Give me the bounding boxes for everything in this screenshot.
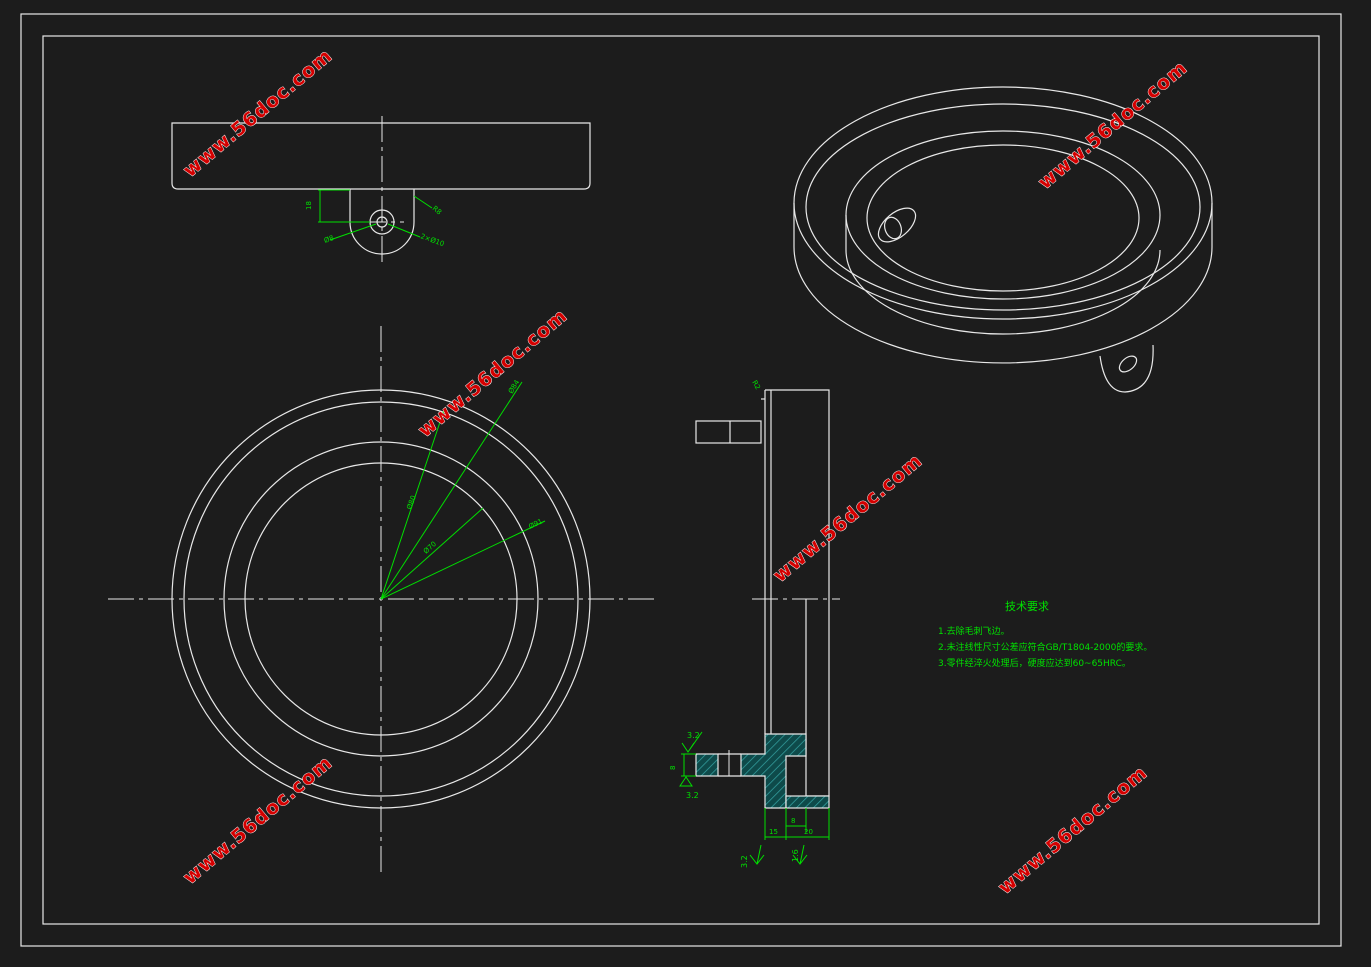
note-3: 3.零件经淬火处理后，硬度应达到60~65HRC。 [938, 657, 1131, 669]
technical-requirements: 技术要求 1.去除毛刺飞边。 2.未注线性尺寸公差应符合GB/T1804-200… [938, 600, 1152, 669]
watermark-3: www.56doc.com [1034, 57, 1192, 194]
inner-border [42, 35, 1320, 925]
dim-radial-4: Ø91 [527, 517, 543, 530]
dim-radial-3: Ø70 [422, 540, 438, 556]
dim-section-w2: 8 [791, 817, 795, 825]
dim-top-height: 18 [305, 201, 313, 210]
dim-section-w3: 20 [804, 828, 813, 836]
dim-section-thk: 8 [669, 766, 677, 770]
watermark-4: www.56doc.com [769, 450, 927, 587]
dim-top-hole: 2×Ø10 [419, 232, 445, 248]
dim-top-dia: Ø8 [323, 234, 335, 245]
dim-section-w1: 15 [769, 828, 778, 836]
front-view: Ø84 Ø80 Ø70 Ø91 [108, 326, 655, 872]
watermark-2: www.56doc.com [414, 305, 572, 442]
watermark-5: www.56doc.com [179, 752, 337, 889]
outer-border [20, 13, 1342, 947]
roughness-1: 3.2 [687, 731, 700, 740]
notes-heading: 技术要求 [1005, 600, 1049, 613]
isometric-view [793, 86, 1213, 393]
watermark-6: www.56doc.com [994, 762, 1152, 899]
watermark-1: www.56doc.com [179, 45, 337, 182]
dim-radial-2: Ø80 [405, 494, 417, 510]
roughness-4: 3.2 [740, 855, 749, 868]
roughness-3: 1.6 [791, 849, 800, 862]
watermarks: www.56doc.com www.56doc.com www.56doc.co… [179, 44, 1193, 899]
dim-section-radius: R2 [750, 379, 762, 391]
section-view: R2 8 15 8 20 3.2 3.2 1.6 3.2 [669, 379, 840, 868]
note-2: 2.未注线性尺寸公差应符合GB/T1804-2000的要求。 [938, 641, 1152, 653]
dim-top-slot: R8 [431, 204, 443, 216]
note-1: 1.去除毛刺飞边。 [938, 625, 1010, 637]
roughness-2: 3.2 [686, 791, 699, 800]
